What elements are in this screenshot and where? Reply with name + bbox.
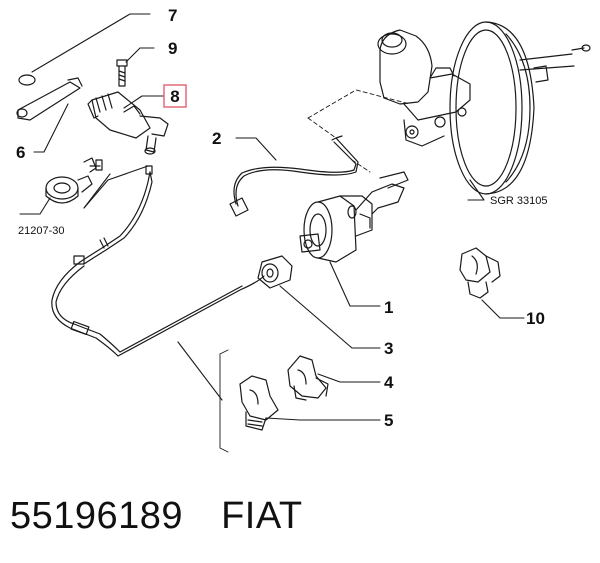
slave-cylinder-part — [87, 91, 169, 155]
callout-1: 1 — [384, 298, 393, 317]
pipe-clip-part — [239, 375, 279, 431]
callout-8: 8 — [170, 87, 179, 106]
leader-8 — [123, 95, 165, 109]
callout-5: 5 — [384, 411, 393, 430]
callout-6: 6 — [16, 143, 25, 162]
leader-7 — [31, 13, 151, 73]
grommet-part — [257, 255, 293, 289]
leader-2 — [235, 137, 277, 161]
callout-7: 7 — [168, 6, 177, 25]
leader-21207 — [19, 197, 51, 215]
release-bearing-part — [45, 157, 103, 204]
callout-10: 10 — [526, 309, 545, 328]
leader-3 — [279, 285, 381, 349]
hydraulic-hose-part — [51, 165, 265, 357]
leader-4 — [317, 373, 381, 383]
hose-clip-part — [459, 247, 501, 299]
leader-1 — [329, 261, 381, 307]
part-number: 55196189 — [10, 494, 184, 537]
brake-booster-part — [377, 21, 591, 195]
leader-5 — [265, 417, 381, 421]
release-lever-part — [16, 74, 83, 121]
callout-4: 4 — [384, 373, 394, 392]
ref-assembly-label: 21207-30 — [18, 225, 65, 237]
leader-10 — [481, 299, 525, 319]
clutch-pipe-part — [229, 135, 359, 217]
part-info-footer: 55196189 FIAT — [10, 488, 303, 544]
highlight-box-8 — [163, 84, 187, 108]
bracket-clip-part — [287, 355, 329, 401]
callout-3: 3 — [384, 339, 393, 358]
leader-9 — [125, 47, 155, 63]
callout-9: 9 — [168, 39, 177, 58]
parts-diagram: 7 9 8 6 2 1 3 4 5 10 SGR 33105 21207-30 — [16, 6, 591, 453]
ref-sgr-label: SGR 33105 — [490, 195, 547, 207]
leader-6 — [33, 103, 69, 153]
brand-name: FIAT — [221, 494, 303, 537]
bolt-part — [116, 59, 128, 87]
callout-2: 2 — [212, 129, 221, 148]
master-cylinder-part — [299, 171, 409, 263]
leader-sgr — [467, 179, 485, 201]
